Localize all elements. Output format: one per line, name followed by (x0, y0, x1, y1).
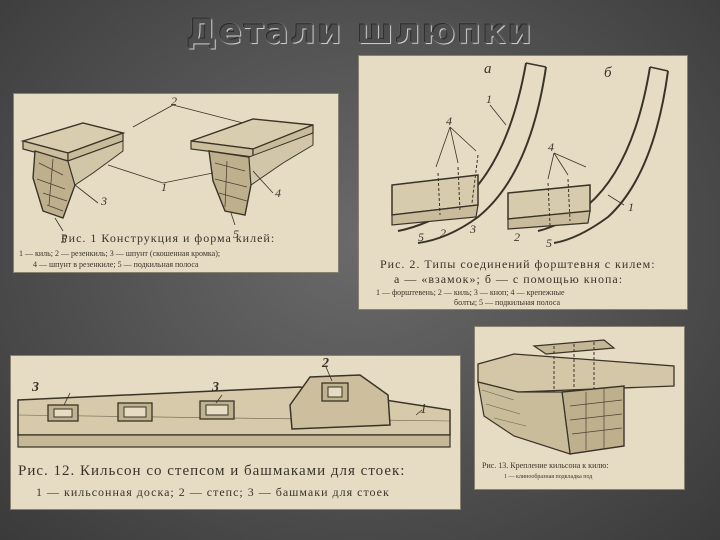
label-4a: 4 (446, 114, 452, 128)
label-3: 3 (100, 194, 107, 208)
label-a: а (484, 61, 492, 77)
keelson-drawing: 3 3 2 1 (17, 356, 451, 448)
label-1: 1 (420, 402, 427, 417)
label-4: 4 (275, 186, 281, 200)
keel-drawing: 2 1 3 4 5 5 (20, 94, 314, 246)
label-5a: 5 (418, 230, 424, 244)
label-1b: 1 (628, 200, 634, 214)
label-3: 3 (469, 222, 476, 236)
label-5b: 5 (546, 236, 552, 250)
figure-1-keel-shapes: 2 1 3 4 5 5 Рис. 1 Конструкция и форма к… (13, 93, 339, 273)
label-1a: 1 (486, 92, 492, 106)
label-b: б (604, 65, 612, 81)
label-2: 2 (171, 94, 177, 108)
label-3a: 3 (31, 380, 39, 395)
figure-caption-2: а — «взамок»; б — с помощью кнопа: (394, 272, 624, 286)
label-4b: 4 (548, 140, 554, 154)
label-3b: 3 (211, 380, 219, 395)
slide-title: Детали шлюпки (186, 12, 534, 52)
figure-legend-line: 1 — клинообразная подкладка под (504, 474, 593, 480)
label-5b: 5 (233, 227, 239, 241)
figure-legend-line: 4 — шпунт в резенкиле; 5 — подкильная по… (33, 260, 199, 269)
figure-13-keelson-fastening: Рис. 13. Крепление кильсона к килю: 1 — … (474, 326, 685, 490)
label-2a: 2 (440, 226, 446, 240)
stem-drawing: а б 1 1 4 4 3 2 5 2 5 (391, 61, 669, 250)
figure-legend-line: 1 — форштевень; 2 — киль; 3 — кноп; 4 — … (376, 288, 565, 297)
figure-caption: Рис. 12. Кильсон со степсом и башмаками … (18, 463, 406, 479)
figure-legend-line: болты; 5 — подкильная полоса (454, 298, 561, 307)
figure-caption: Рис. 2. Типы соединений форштевня с киле… (380, 257, 656, 271)
figure-legend-line: 1 — кильсонная доска; 2 — степс; 3 — баш… (36, 485, 390, 499)
figure-caption: Рис. 1 Конструкция и форма килей: (61, 231, 276, 245)
fastening-drawing (477, 339, 675, 455)
label-5a: 5 (61, 232, 67, 246)
label-2: 2 (321, 356, 329, 371)
figure-12-keelson: 3 3 2 1 Рис. 12. Кильсон со степсом и ба… (10, 355, 461, 510)
figure-legend-line: 1 — киль; 2 — резенкиль; 3 — шпунт (скош… (19, 249, 221, 258)
figure-caption: Рис. 13. Крепление кильсона к килю: (482, 461, 609, 470)
label-1: 1 (161, 180, 167, 194)
figure-2-stem-keel-joint: а б 1 1 4 4 3 2 5 2 5 Рис. 2. Типы соеди… (358, 55, 688, 310)
label-2b: 2 (514, 230, 520, 244)
